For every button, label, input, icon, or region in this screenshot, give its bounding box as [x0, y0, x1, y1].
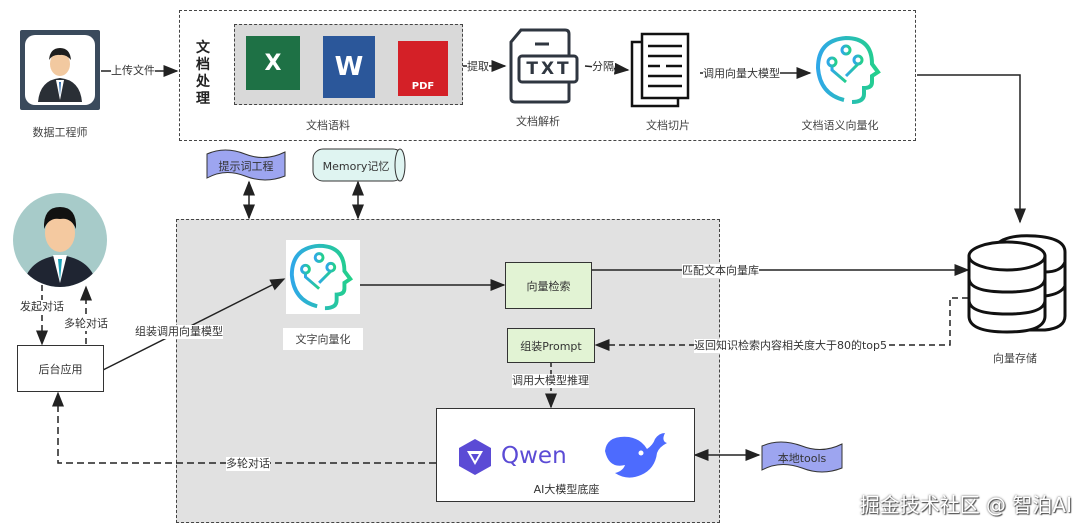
assemble-prompt-node[interactable]: 组装Prompt	[507, 328, 595, 363]
edge-extract-label: 提取	[467, 60, 489, 74]
user-avatar-icon	[23, 207, 97, 287]
edge-assemble-embed-label: 组装调用向量模型	[135, 325, 223, 339]
qwen-wordmark: Qwen	[501, 443, 567, 469]
engineer-label: 数据工程师	[32, 126, 88, 139]
local-tools-node[interactable]: 本地tools	[760, 440, 844, 474]
edge-upload-label: 上传文件	[111, 64, 155, 78]
text-embed-label: 文字向量化	[283, 328, 363, 350]
llm-base-node[interactable]: Qwen AI大模型底座	[436, 408, 695, 502]
qwen-logo-icon	[459, 439, 491, 475]
chunk-label: 文档切片	[646, 119, 690, 132]
deepseek-whale-icon	[605, 433, 667, 478]
edge-call-embed-label: 调用向量大模型	[703, 67, 780, 81]
edge-call-llm-label: 调用大模型推理	[512, 374, 589, 388]
watermark: 掘金技术社区 @ 智泊AI	[859, 493, 1072, 517]
edge-multi-turn-back-label: 多轮对话	[226, 457, 270, 471]
vector-store-label: 向量存储	[993, 352, 1037, 365]
edge-split-label: 分隔	[592, 60, 614, 74]
database-icon	[967, 234, 1067, 334]
edge-multi-turn-up-label: 多轮对话	[64, 317, 108, 331]
ai-head-icon	[812, 32, 888, 108]
user-avatar	[13, 193, 107, 287]
doc-processing-panel	[179, 10, 916, 141]
pdf-icon: PDF	[398, 41, 448, 96]
text-embed-node[interactable]	[286, 240, 360, 314]
edge-return-top-label: 返回知识检索内容相关度大于80的top5	[694, 339, 888, 353]
engineer-avatar	[20, 30, 100, 110]
parse-label: 文档解析	[516, 115, 560, 128]
excel-icon: X	[246, 36, 300, 90]
vector-store-node[interactable]	[965, 232, 1069, 340]
doc-chunk-icon	[630, 32, 690, 110]
embed-label: 文档语义向量化	[801, 119, 879, 132]
txt-parse-icon: TXT	[509, 26, 579, 104]
person-icon	[25, 35, 95, 105]
memory-node[interactable]: Memory记忆	[312, 148, 408, 182]
edge-to-store	[917, 74, 1026, 224]
vector-search-node[interactable]: 向量检索	[505, 262, 592, 309]
llm-base-label: AI大模型底座	[533, 483, 600, 496]
doc-processing-title: 文档处理	[196, 40, 210, 107]
edge-match-store-label: 匹配文本向量库	[682, 264, 759, 278]
corpus-label: 文档语料	[306, 119, 350, 132]
edge-start-chat-label: 发起对话	[20, 300, 64, 314]
backend-app-node[interactable]: 后台应用	[17, 345, 104, 392]
word-icon: W	[323, 36, 375, 98]
prompt-engineering-node[interactable]: 提示词工程	[205, 148, 287, 182]
ai-head-icon	[289, 243, 354, 311]
